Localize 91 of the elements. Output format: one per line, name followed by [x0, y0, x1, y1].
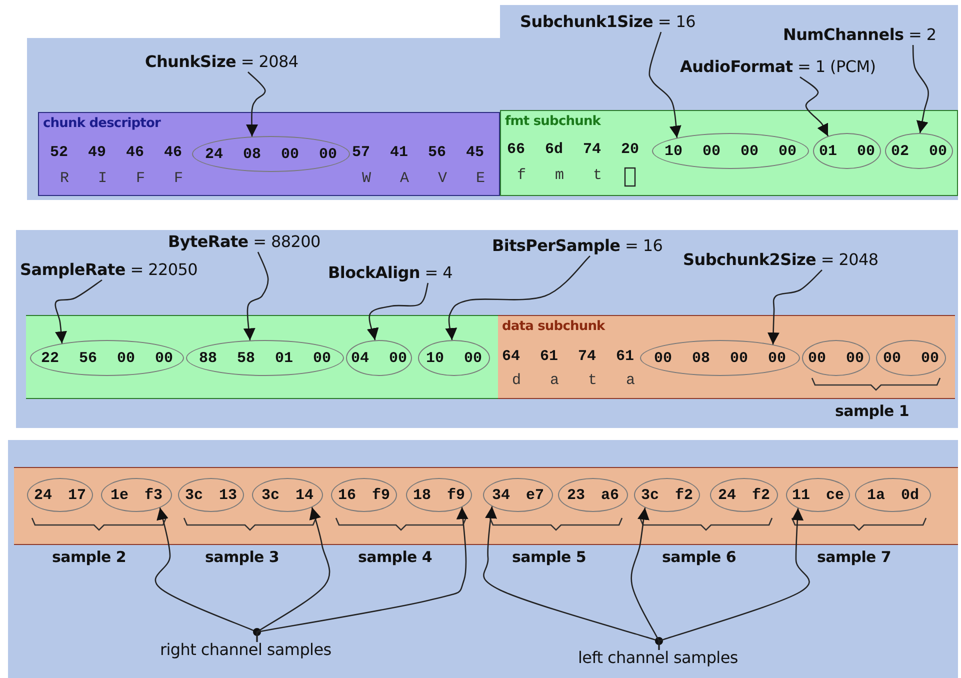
sample-label: sample 1 [835, 402, 909, 420]
field-label: BlockAlign = 4 [328, 263, 453, 282]
hex-bytes: 64 61 74 61 [502, 348, 634, 365]
hex-bytes: 16 f9 [338, 486, 390, 504]
byte-group-ellipse [640, 340, 800, 376]
hex-bytes: 1a 0d [866, 486, 919, 504]
hex-bytes: 00 00 [808, 350, 864, 366]
byte-group-ellipse [346, 340, 412, 376]
arrow [658, 508, 810, 650]
byte-group-ellipse [27, 478, 93, 512]
chunk-band [498, 315, 955, 399]
hex-bytes: 01 00 [818, 142, 875, 160]
hex-bytes: 3c 14 [261, 486, 314, 504]
hex-bytes: 23 a6 [566, 486, 619, 504]
sample-label: sample 7 [817, 548, 891, 566]
field-label: AudioFormat = 1 (PCM) [680, 57, 876, 76]
field-label: Subchunk1Size = 16 [520, 12, 696, 31]
hex-bytes: 22 56 00 00 [40, 350, 174, 366]
chunk-band [500, 110, 958, 196]
byte-group-ellipse [634, 478, 700, 512]
field-label: SampleRate = 22050 [20, 260, 198, 279]
hex-bytes: 24 f2 [718, 486, 770, 504]
byte-group-ellipse [876, 340, 946, 376]
arrow [767, 270, 822, 345]
byte-group-ellipse [710, 478, 778, 512]
hex-bytes: 66 6d 74 20 [507, 141, 640, 158]
sample-label: sample 5 [512, 548, 586, 566]
byte-group-ellipse [418, 340, 490, 376]
hex-bytes: 10 00 [426, 350, 482, 366]
arrow [648, 32, 682, 138]
arrow [444, 256, 590, 340]
band-title: fmt subchunk [505, 114, 601, 129]
hex-bytes: 1e f3 [110, 486, 162, 504]
sample-label: sample 4 [358, 548, 432, 566]
hex-bytes: 10 00 00 00 [664, 142, 797, 160]
byte-group-ellipse [813, 133, 881, 169]
field-label: ChunkSize = 2084 [145, 52, 298, 71]
byte-group-ellipse [802, 340, 870, 376]
hex-bytes: 18 f9 [412, 486, 465, 504]
field-label: Subchunk2Size = 2048 [683, 250, 878, 269]
byte-group-ellipse [101, 478, 172, 512]
band-title: data subchunk [502, 319, 605, 334]
ascii-characters: R I F F [60, 170, 184, 187]
arrow [54, 279, 102, 344]
hex-bytes: 02 00 [890, 142, 947, 160]
hex-bytes: 52 49 46 46 [50, 144, 182, 161]
hex-bytes: 11 ce [792, 486, 844, 504]
hex-bytes: 34 e7 [492, 486, 544, 504]
byte-group-ellipse [192, 136, 350, 172]
byte-group-ellipse [483, 478, 553, 512]
hex-bytes: 00 00 [882, 350, 939, 366]
hex-bytes: 3c f2 [640, 486, 693, 504]
byte-group-ellipse [331, 478, 397, 512]
arrow [800, 76, 829, 136]
byte-group-ellipse [558, 478, 628, 512]
byte-group-ellipse [855, 478, 931, 512]
field-label: NumChannels = 2 [783, 25, 936, 44]
sample-label: sample 2 [52, 548, 126, 566]
byte-group-ellipse [652, 133, 809, 169]
byte-group-ellipse [186, 340, 344, 376]
arrow [243, 252, 269, 340]
arrow [256, 507, 469, 642]
chunk-band [26, 315, 498, 399]
hex-bytes: 04 00 [350, 350, 407, 366]
byte-group-ellipse [252, 478, 323, 512]
byte-group-ellipse [406, 478, 472, 512]
chunk-band [38, 112, 500, 196]
hex-bytes: 3c 13 [184, 486, 237, 504]
ascii-characters: W A V E [362, 170, 486, 187]
field-label: ByteRate = 88200 [168, 232, 320, 251]
byte-group-ellipse [178, 478, 244, 512]
byte-group-ellipse [786, 478, 850, 512]
arrow [366, 282, 429, 340]
hex-bytes: 24 17 [34, 486, 86, 504]
field-label: BitsPerSample = 16 [492, 236, 663, 255]
sample-label: sample 6 [662, 548, 736, 566]
ascii-characters: d a t a [512, 372, 636, 389]
byte-group-ellipse [885, 133, 953, 169]
band-title: chunk descriptor [43, 116, 161, 131]
arrow [246, 72, 266, 136]
sample-label: sample 3 [205, 548, 279, 566]
ascii-characters: f m t [517, 167, 602, 184]
byte-group-ellipse [30, 340, 184, 376]
hex-bytes: 57 41 56 45 [352, 144, 484, 161]
hex-bytes: 24 08 00 00 [204, 146, 338, 162]
field-label: right channel samples [160, 640, 332, 659]
hex-bytes: 88 58 01 00 [198, 350, 332, 366]
field-label: left channel samples [578, 648, 738, 667]
arrow [912, 44, 929, 134]
chunk-band [14, 467, 958, 545]
hex-bytes: 00 08 00 00 [654, 350, 786, 366]
